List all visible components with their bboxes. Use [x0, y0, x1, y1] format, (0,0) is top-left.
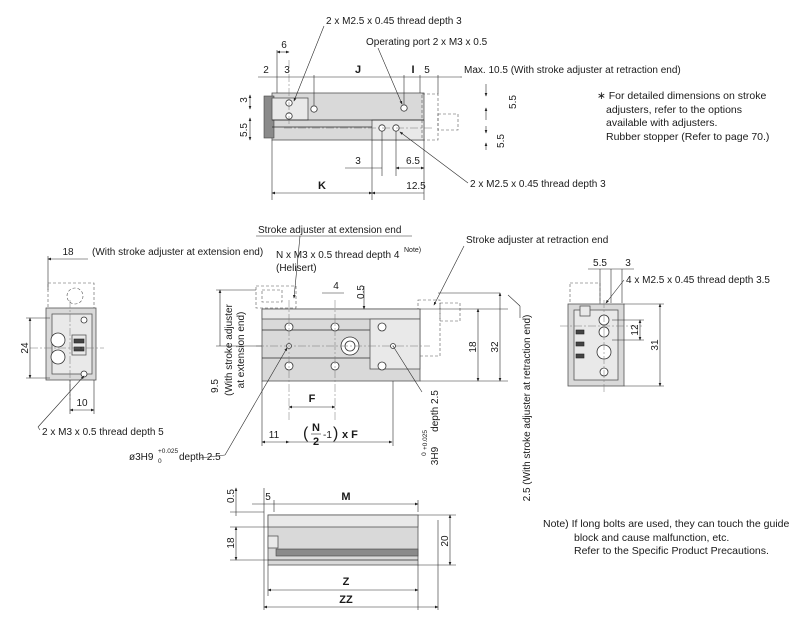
bottom-dim-18: 18: [226, 537, 237, 549]
front-dim-0-5: 0.5: [356, 285, 367, 299]
top-dim-12-5: 12.5: [406, 181, 426, 192]
front-vert-ret: 2.5 (With stroke adjuster at retraction …: [522, 315, 533, 502]
footer-note: Note) If long bolts are used, they can t…: [543, 518, 789, 559]
helisert-label: (Helisert): [276, 263, 317, 274]
top-thread-callout: 2 x M2.5 x 0.45 thread depth 3: [326, 16, 462, 27]
front-dim-4: 4: [333, 281, 339, 292]
footer-note-line1: Note) If long bolts are used, they can t…: [543, 518, 790, 530]
svg-text:(: (: [303, 425, 309, 442]
front-vert-ext-2: at extension end): [236, 312, 247, 389]
top-thread-bottom-callout: 2 x M2.5 x 0.45 thread depth 3: [470, 179, 606, 190]
right-thread-callout: 4 x M2.5 x 0.45 thread depth 3.5: [626, 275, 770, 286]
front-dim-11: 11: [269, 430, 280, 441]
right-side-view: 5.5 3 4 x M2.5 x 0.45 thread depth 3.5 1…: [560, 258, 770, 392]
front-dim-9-5: 9.5: [210, 379, 221, 393]
bottom-dim-M: M: [341, 491, 350, 503]
asterisk-note-line1: ∗ For detailed dimensions on stroke: [597, 90, 767, 102]
top-dim-5: 5: [424, 65, 430, 76]
adjuster-ret-label: Stroke adjuster at retraction end: [466, 235, 608, 246]
adjuster-ext-label: Stroke adjuster at extension end: [258, 225, 401, 236]
operating-port-callout: Operating port 2 x M3 x 0.5: [366, 37, 488, 48]
formula-minus1: -1: [323, 430, 332, 441]
top-dim-6-5: 6.5: [406, 156, 420, 167]
top-dim-6: 6: [281, 40, 287, 51]
left-note-ext: (With stroke adjuster at extension end): [92, 247, 263, 258]
svg-text:): ): [333, 425, 338, 442]
front-view: Stroke adjuster at extension end N x M3 …: [129, 225, 608, 501]
right-dim-5-5: 5.5: [593, 258, 607, 269]
top-dim-K: K: [318, 180, 326, 192]
note-superscript: Note): [404, 247, 421, 254]
asterisk-note-line2: adjusters, refer to the options: [606, 103, 742, 116]
left-side-view: 18 (With stroke adjuster at extension en…: [20, 247, 263, 438]
asterisk-note: ∗ For detailed dimensions on stroke adju…: [597, 90, 769, 144]
formula-N: N: [312, 422, 320, 434]
top-dim-5-5-left: 5.5: [239, 123, 250, 137]
top-dim-J: J: [355, 64, 361, 76]
bottom-dim-0-5: 0.5: [226, 489, 237, 503]
bottom-dim-ZZ: ZZ: [339, 594, 353, 606]
left-dim-24: 24: [20, 342, 31, 354]
footer-note-line3: Refer to the Specific Product Precaution…: [574, 545, 769, 557]
top-dim-5-5-r2: 5.5: [496, 134, 507, 148]
bottom-view: 0.5 5 M 18 20 Z ZZ: [226, 487, 456, 610]
front-tol-up: +0.025: [422, 430, 429, 450]
front-phi-tol-up: +0.025: [158, 448, 178, 455]
top-dim-2: 2: [263, 65, 269, 76]
bottom-dim-20: 20: [440, 535, 451, 547]
top-max-note: Max. 10.5 (With stroke adjuster at retra…: [464, 65, 681, 76]
front-depth-2-5: depth 2.5: [430, 390, 441, 432]
front-phi-3H9: ø3H9: [129, 452, 154, 463]
front-3H9: 3H9: [430, 446, 441, 465]
left-thread-callout: 2 x M3 x 0.5 thread depth 5: [42, 427, 164, 438]
top-dim-3-bottom: 3: [355, 156, 361, 167]
top-dim-5-5-r1: 5.5: [508, 95, 519, 109]
front-vert-ext-1: (With stroke adjuster: [224, 303, 235, 395]
front-dim-F: F: [309, 393, 316, 405]
footer-note-line2: block and cause malfunction, etc.: [574, 531, 730, 544]
front-phi-depth: depth 2.5: [179, 452, 221, 463]
bottom-dim-Z: Z: [343, 576, 350, 588]
top-dim-3-left: 3: [239, 97, 250, 103]
left-dim-10: 10: [76, 398, 88, 409]
top-dim-I: I: [411, 64, 414, 76]
top-view: 6 2 3 J I 5 Max. 10.5 (With stroke adjus…: [239, 16, 681, 200]
top-dim-3: 3: [284, 65, 290, 76]
front-phi-tol-low: 0: [158, 458, 162, 465]
bottom-dim-5: 5: [265, 492, 271, 503]
asterisk-note-line4: Rubber stopper (Refer to page 70.): [606, 130, 770, 143]
right-dim-3: 3: [625, 258, 631, 269]
front-dim-18: 18: [468, 341, 479, 353]
front-tol-low: 0: [421, 452, 428, 456]
formula-2: 2: [313, 436, 319, 448]
right-dim-31: 31: [650, 339, 661, 351]
left-dim-18: 18: [62, 247, 74, 258]
front-dim-32: 32: [490, 341, 501, 353]
formula-xF: x F: [342, 429, 358, 441]
asterisk-note-line3: available with adjusters.: [606, 117, 718, 129]
n-thread-callout: N x M3 x 0.5 thread depth 4: [276, 250, 400, 261]
right-dim-12: 12: [630, 324, 641, 336]
